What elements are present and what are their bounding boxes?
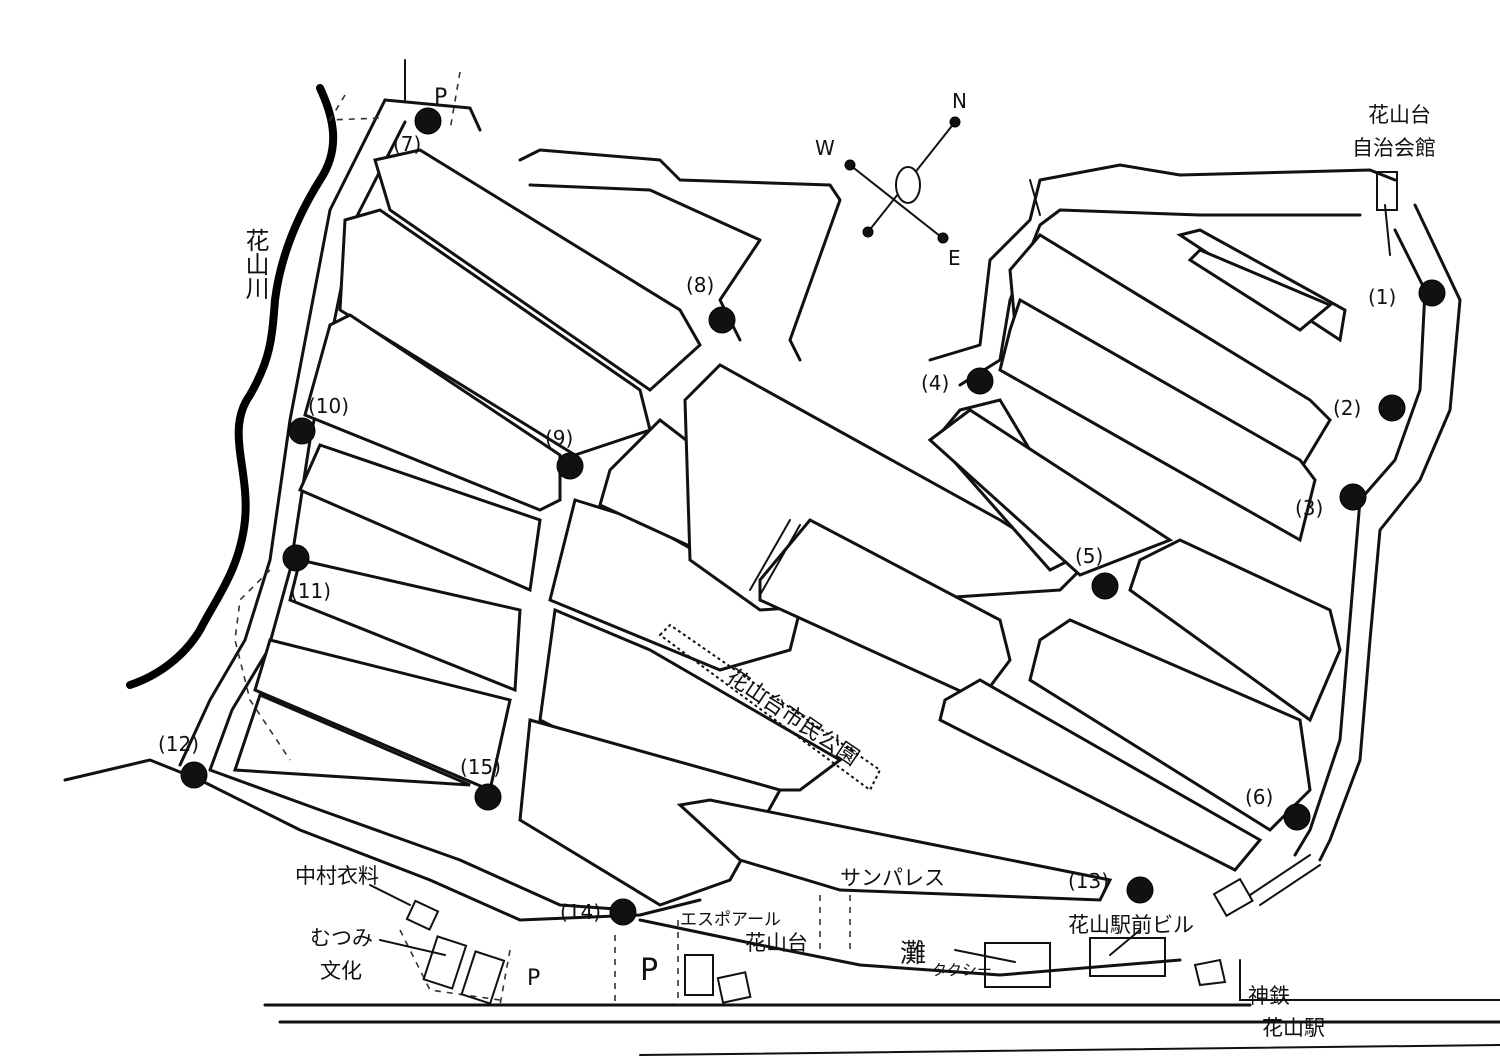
bus-stop-marker-11[interactable] xyxy=(282,544,310,572)
bus-stop-label-14: (14) xyxy=(560,900,601,924)
river-label: 花山川 xyxy=(241,228,269,300)
bus-stop-marker-6[interactable] xyxy=(1283,803,1311,831)
bus-stop-marker-1[interactable] xyxy=(1418,279,1446,307)
bus-stop-label-13: (13) xyxy=(1068,869,1109,893)
bus-stop-marker-10[interactable] xyxy=(288,417,316,445)
blocks xyxy=(232,148,1347,907)
bus-stop-marker-9[interactable] xyxy=(556,452,584,480)
bus-stop-label-2: (2) xyxy=(1333,396,1361,420)
mutsumi-label-1: むつみ xyxy=(310,926,373,950)
community-hall-building xyxy=(1376,171,1398,211)
bus-stop-marker-2[interactable] xyxy=(1378,394,1406,422)
compass-e: E xyxy=(948,246,961,270)
espoir-label-1: エスポアール xyxy=(680,910,781,930)
bus-stop-marker-4[interactable] xyxy=(966,367,994,395)
compass: N E W xyxy=(815,89,967,270)
parking-label-small: P xyxy=(527,966,540,991)
bus-stop-label-8: (8) xyxy=(686,273,714,297)
nakamura-label: 中村衣料 xyxy=(295,864,379,888)
bus-stop-label-5: (5) xyxy=(1075,544,1103,568)
espoir-building xyxy=(684,954,714,996)
place-labels: 花山台 自治会館 花山川 サンパレス エスポアール 花山台 花山駅前ビル 灘 タ… xyxy=(241,103,1436,1040)
bus-stop-label-7: (7) xyxy=(393,132,421,156)
espoir-label-2: 花山台 xyxy=(745,931,808,955)
bus-stop-label-4: (4) xyxy=(921,371,949,395)
buildings xyxy=(405,171,1398,1005)
bus-stop-label-1: (1) xyxy=(1368,285,1396,309)
parking-label-south: P xyxy=(640,953,658,988)
bus-stop-label-15: (15) xyxy=(460,755,501,779)
bus-stop-label-11: (11) xyxy=(290,579,331,603)
sunpalace-label: サンパレス xyxy=(840,866,945,890)
station-front-building xyxy=(1089,937,1166,977)
bus-stop-label-9: (9) xyxy=(545,426,573,450)
station-label-2: 花山駅 xyxy=(1262,1016,1325,1040)
bus-stop-label-3: (3) xyxy=(1295,496,1323,520)
boundary-roads xyxy=(63,59,1500,1056)
bus-stop-marker-5[interactable] xyxy=(1091,572,1119,600)
bird-icon xyxy=(895,166,921,204)
hatch-marks xyxy=(749,179,1391,918)
taxi-label-main: 灘 xyxy=(900,939,926,969)
bus-stop-label-10: (10) xyxy=(308,394,349,418)
bus-stop-marker-3[interactable] xyxy=(1339,483,1367,511)
river-line xyxy=(126,84,338,689)
taxi-label-sub: タクシー xyxy=(932,961,992,979)
compass-n: N xyxy=(952,89,967,113)
dashed-lines xyxy=(234,71,851,1006)
bus-stop-label-6: (6) xyxy=(1245,785,1273,809)
hall-label-2: 自治会館 xyxy=(1352,136,1436,160)
bus-stops: (1) (2) (3) (4) (5) (6) (7) (8) (9) (10) (11) (12) (… xyxy=(158,107,1446,926)
station-building-label: 花山駅前ビル xyxy=(1068,913,1194,937)
bus-stop-marker-13[interactable] xyxy=(1126,876,1154,904)
compass-w: W xyxy=(815,136,835,160)
hall-label-1: 花山台 xyxy=(1368,103,1431,127)
bus-stop-marker-14[interactable] xyxy=(609,898,637,926)
parking-label-north: P xyxy=(434,85,447,110)
bus-stop-marker-15[interactable] xyxy=(474,783,502,811)
mutsumi-label-2: 文化 xyxy=(320,959,362,983)
bus-stop-marker-12[interactable] xyxy=(180,761,208,789)
bus-stop-label-12: (12) xyxy=(158,732,199,756)
station-label-1: 神鉄 xyxy=(1248,984,1290,1008)
taxi-building xyxy=(984,942,1051,988)
bus-stop-marker-8[interactable] xyxy=(708,306,736,334)
bus-stop-marker-7[interactable] xyxy=(414,107,442,135)
